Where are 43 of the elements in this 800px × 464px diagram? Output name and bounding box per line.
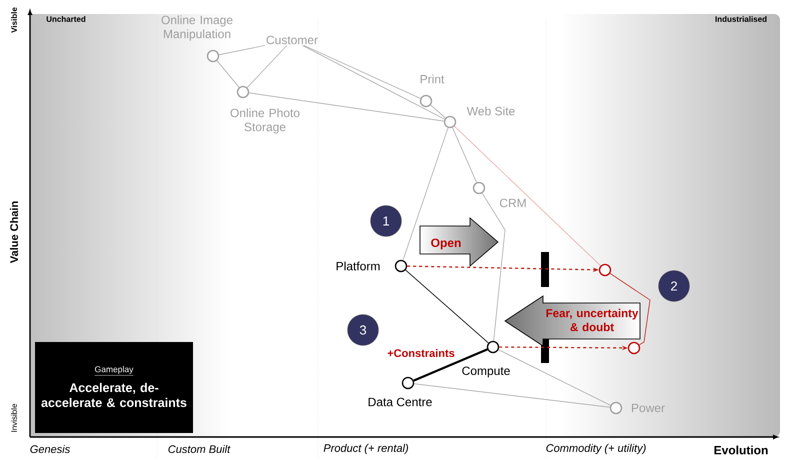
- callout-number: 1: [370, 205, 402, 237]
- region-label: Industrialised: [716, 16, 766, 22]
- component-label: Online Photo Storage: [230, 108, 300, 134]
- stage-label: Genesis: [30, 444, 70, 454]
- component-label: Web Site: [466, 106, 515, 116]
- axis-label: Visible: [11, 7, 17, 33]
- connector: [610, 273, 650, 346]
- component-label: CRM: [500, 198, 526, 208]
- axis-label: Invisible: [11, 404, 17, 432]
- connector: [216, 60, 240, 88]
- connector: [414, 383, 610, 408]
- connector: [246, 45, 288, 88]
- component-circle: [598, 264, 612, 276]
- component-label: Customer: [266, 36, 318, 44]
- connector: [218, 45, 266, 56]
- axis-title: Evolution: [714, 446, 768, 454]
- axis-title: Value Chain: [10, 202, 18, 264]
- component-label: Platform: [336, 262, 380, 270]
- connector: [452, 127, 477, 183]
- gameplay-box: Gameplay Accelerate, de-accelerate & constraints: [35, 342, 193, 433]
- connector: [402, 127, 448, 261]
- connector: [498, 349, 611, 406]
- connector: [302, 45, 445, 120]
- component-label: Compute: [462, 366, 510, 378]
- connector: [304, 45, 421, 99]
- component-label: Online Image Manipulation: [162, 15, 232, 41]
- annotation: +Constraints: [388, 348, 454, 358]
- component-label: Print: [420, 74, 444, 84]
- connector: [405, 270, 489, 344]
- connector: [430, 104, 446, 118]
- component-label: Data Centre: [368, 398, 432, 406]
- stage-label: Commodity (+ utility): [546, 444, 646, 454]
- stage-label: Product (+ rental): [324, 444, 408, 454]
- callout-number: 2: [658, 270, 690, 302]
- connector: [482, 192, 506, 342]
- connector: [413, 348, 488, 382]
- connector: [248, 92, 444, 122]
- region-label: Uncharted: [46, 16, 86, 22]
- component-circle: [628, 342, 640, 354]
- component-label: Power: [632, 404, 665, 412]
- stage-label: Custom Built: [168, 444, 231, 454]
- connector: [454, 126, 601, 266]
- callout-number: 3: [347, 314, 379, 346]
